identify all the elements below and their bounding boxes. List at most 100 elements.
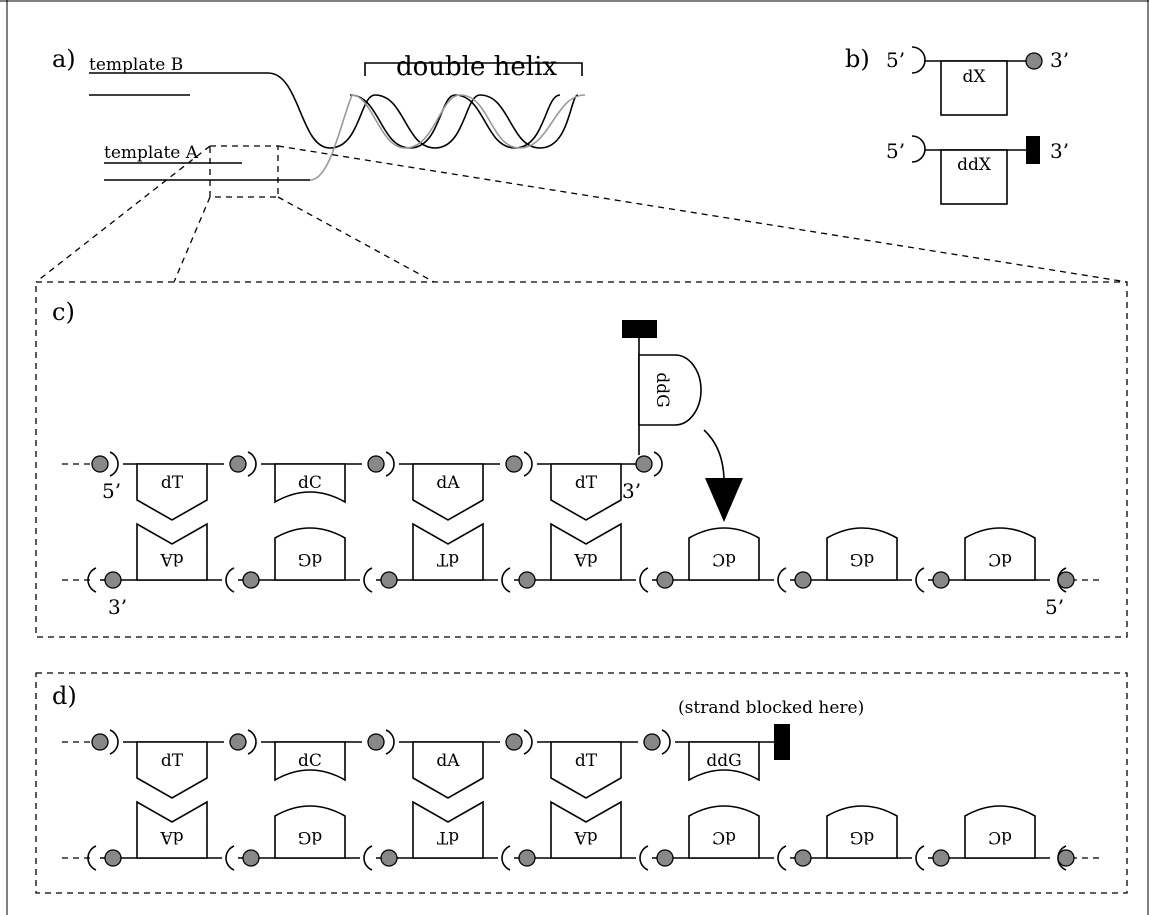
c-bottom-phosphate-dot bbox=[933, 572, 949, 588]
template-a-label: template A bbox=[104, 143, 199, 163]
d-bottom-sugar-cup bbox=[226, 846, 234, 870]
panel-a-label: a) bbox=[52, 45, 76, 73]
c-top-base-label: dT bbox=[575, 473, 598, 493]
c-top-sugar-cup bbox=[248, 452, 256, 476]
d-top-phosphate-dot bbox=[644, 734, 660, 750]
d-bottom-base-label: dC bbox=[988, 827, 1012, 847]
d-bottom-phosphate-dot bbox=[795, 850, 811, 866]
c-top-sugar-cup bbox=[110, 452, 118, 476]
d-top-phosphate-dot bbox=[506, 734, 522, 750]
d-bottom-base-label: dA bbox=[160, 827, 184, 847]
d-bottom-phosphate-dot bbox=[243, 850, 259, 866]
c-top-sugar-cup bbox=[524, 452, 532, 476]
d-top-phosphate-dot bbox=[230, 734, 246, 750]
d-bottom-base-label: dT bbox=[436, 827, 459, 847]
incoming-ddg-block bbox=[622, 320, 657, 338]
c-bottom-base-label: dC bbox=[988, 549, 1012, 569]
d-bottom-sugar-cup bbox=[640, 846, 648, 870]
d-top-base-label: dT bbox=[161, 751, 184, 771]
c-bottom-base-label: dG bbox=[850, 549, 874, 569]
d-bottom-phosphate-dot bbox=[933, 850, 949, 866]
panel-d-label: d) bbox=[52, 682, 77, 710]
c-top-base-label: dA bbox=[436, 473, 460, 493]
panel-c: c) ddG 5’ 3’ 3’ 5’ dA dG dT dA dC dG dC dT dC dA d… bbox=[36, 282, 1127, 637]
panel-c-frame bbox=[36, 282, 1127, 637]
c-top-3prime: 3’ bbox=[622, 479, 641, 503]
c-bottom-base-label: dC bbox=[712, 549, 736, 569]
c-bottom-phosphate-dot bbox=[243, 572, 259, 588]
c-bottom-base-label: dA bbox=[160, 549, 184, 569]
c-bottom-sugar-cup bbox=[916, 568, 924, 592]
d-top-base-label: dC bbox=[298, 751, 322, 771]
d-bottom-end-dot bbox=[1058, 850, 1074, 866]
c-bottom-sugar-cup bbox=[226, 568, 234, 592]
d-bottom-base-label: dC bbox=[712, 827, 736, 847]
dx-sugar-cup bbox=[912, 47, 925, 73]
zoom-line-1 bbox=[36, 146, 210, 282]
d-bottom-phosphate-dot bbox=[519, 850, 535, 866]
c-bottom-phosphate-dot bbox=[381, 572, 397, 588]
double-helix-label: double helix bbox=[396, 52, 557, 82]
dx-phosphate-dot bbox=[1026, 53, 1042, 69]
c-top-base-label: dT bbox=[161, 473, 184, 493]
panel-b: b) 5’ dX 3’ 5’ ddX 3’ bbox=[845, 45, 1069, 204]
d-bottom-base-label: dG bbox=[298, 827, 322, 847]
d-chain-terminator-block bbox=[774, 724, 790, 760]
c-bottom-phosphate-dot bbox=[105, 572, 121, 588]
c-bottom-end-dot bbox=[1058, 572, 1074, 588]
c-bottom-phosphate-dot bbox=[519, 572, 535, 588]
d-bottom-base-label: dA bbox=[574, 827, 598, 847]
zoom-box bbox=[210, 146, 278, 197]
panel-c-label: c) bbox=[52, 298, 75, 326]
d-top-phosphate-dot bbox=[92, 734, 108, 750]
c-bottom-phosphate-dot bbox=[657, 572, 673, 588]
d-bottom-sugar-cup bbox=[916, 846, 924, 870]
helix-strand-gray bbox=[310, 95, 585, 180]
d-bottom-phosphate-dot bbox=[105, 850, 121, 866]
c-top-end-cup bbox=[654, 452, 662, 476]
dx-3prime: 3’ bbox=[1050, 48, 1069, 72]
dx-label: dX bbox=[963, 67, 987, 87]
d-bottom-sugar-cup bbox=[364, 846, 372, 870]
c-bottom-3prime: 3’ bbox=[108, 595, 127, 619]
c-bottom-base-label: dA bbox=[574, 549, 598, 569]
helix-strand-black bbox=[268, 73, 578, 148]
strand-blocked-note: (strand blocked here) bbox=[678, 698, 864, 718]
d-top-sugar-cup bbox=[662, 730, 670, 754]
d-top-sugar-cup bbox=[524, 730, 532, 754]
c-top-phosphate-dot bbox=[506, 456, 522, 472]
zoom-line-3 bbox=[278, 197, 434, 282]
c-bottom-sugar-cup bbox=[364, 568, 372, 592]
c-bottom-sugar-cup bbox=[640, 568, 648, 592]
d-top-base-label: ddG bbox=[706, 751, 741, 771]
c-bottom-base-label: dT bbox=[436, 549, 459, 569]
ddx-3prime: 3’ bbox=[1050, 139, 1069, 163]
c-bottom-5prime: 5’ bbox=[1045, 595, 1064, 619]
d-top-sugar-cup bbox=[110, 730, 118, 754]
d-top-phosphate-dot bbox=[368, 734, 384, 750]
c-bottom-base-label: dG bbox=[298, 549, 322, 569]
incoming-ddg-label: ddG bbox=[652, 372, 672, 407]
d-bottom-phosphate-dot bbox=[381, 850, 397, 866]
insertion-arrowhead bbox=[705, 478, 743, 522]
d-bottom-phosphate-dot bbox=[657, 850, 673, 866]
d-top-base-label: dA bbox=[436, 751, 460, 771]
panel-d: d) (strand blocked here) dA dG dT dA dC dG dC d… bbox=[36, 673, 1127, 893]
ddx-block bbox=[1026, 136, 1040, 164]
c-bottom-phosphate-dot bbox=[795, 572, 811, 588]
d-top-base-label: dT bbox=[575, 751, 598, 771]
c-top-phosphate-dot bbox=[230, 456, 246, 472]
c-top-5prime: 5’ bbox=[102, 479, 121, 503]
d-bottom-sugar-cup bbox=[778, 846, 786, 870]
c-top-phosphate-dot bbox=[368, 456, 384, 472]
c-top-base-label: dC bbox=[298, 473, 322, 493]
d-bottom-sugar-cup bbox=[502, 846, 510, 870]
template-b-label: template B bbox=[89, 55, 183, 75]
helix-strand-black-2 bbox=[350, 95, 560, 148]
dx-5prime: 5’ bbox=[886, 48, 905, 72]
d-top-sugar-cup bbox=[386, 730, 394, 754]
d-top-sugar-cup bbox=[248, 730, 256, 754]
d-bottom-base-label: dG bbox=[850, 827, 874, 847]
panel-b-label: b) bbox=[845, 45, 870, 73]
